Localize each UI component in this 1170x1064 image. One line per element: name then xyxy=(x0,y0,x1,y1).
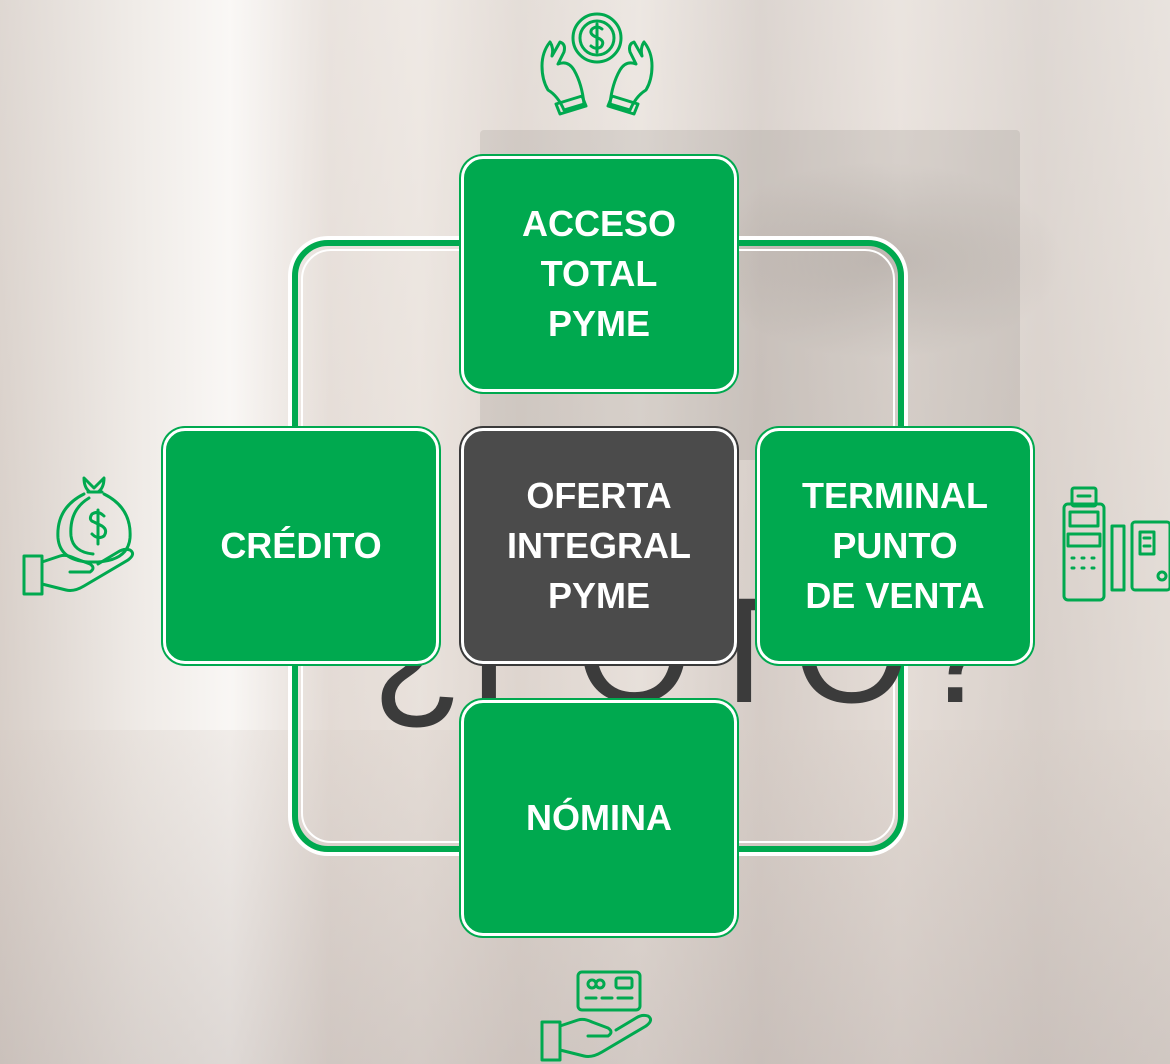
node-terminal-punto-de-venta[interactable]: TERMINAL PUNTO DE VENTA xyxy=(757,428,1033,664)
node-credito[interactable]: CRÉDITO xyxy=(163,428,439,664)
money-bag-hand-icon xyxy=(22,472,136,600)
node-acceso-total-pyme[interactable]: ACCESO TOTAL PYME xyxy=(461,156,737,392)
node-nomina[interactable]: NÓMINA xyxy=(461,700,737,936)
card-hand-icon xyxy=(540,968,656,1064)
money-hands-icon xyxy=(532,8,662,126)
pos-terminal-icon xyxy=(1060,486,1170,604)
node-oferta-integral-pyme[interactable]: OFERTA INTEGRAL PYME xyxy=(461,428,737,664)
